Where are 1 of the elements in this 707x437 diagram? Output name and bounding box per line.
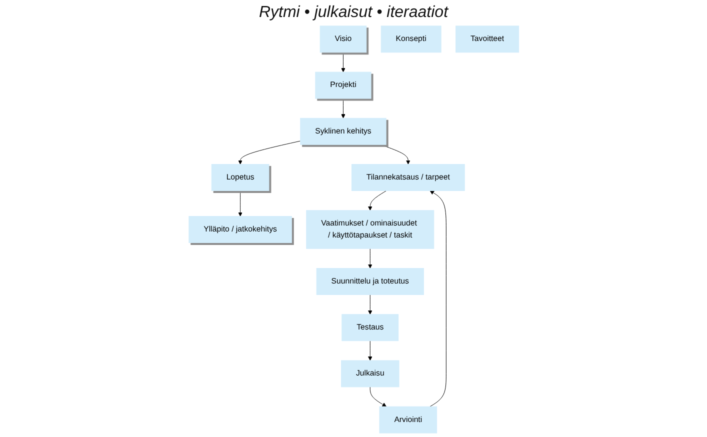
note-text: Rytmi • julkaisut • iteraatiot [258,4,448,22]
